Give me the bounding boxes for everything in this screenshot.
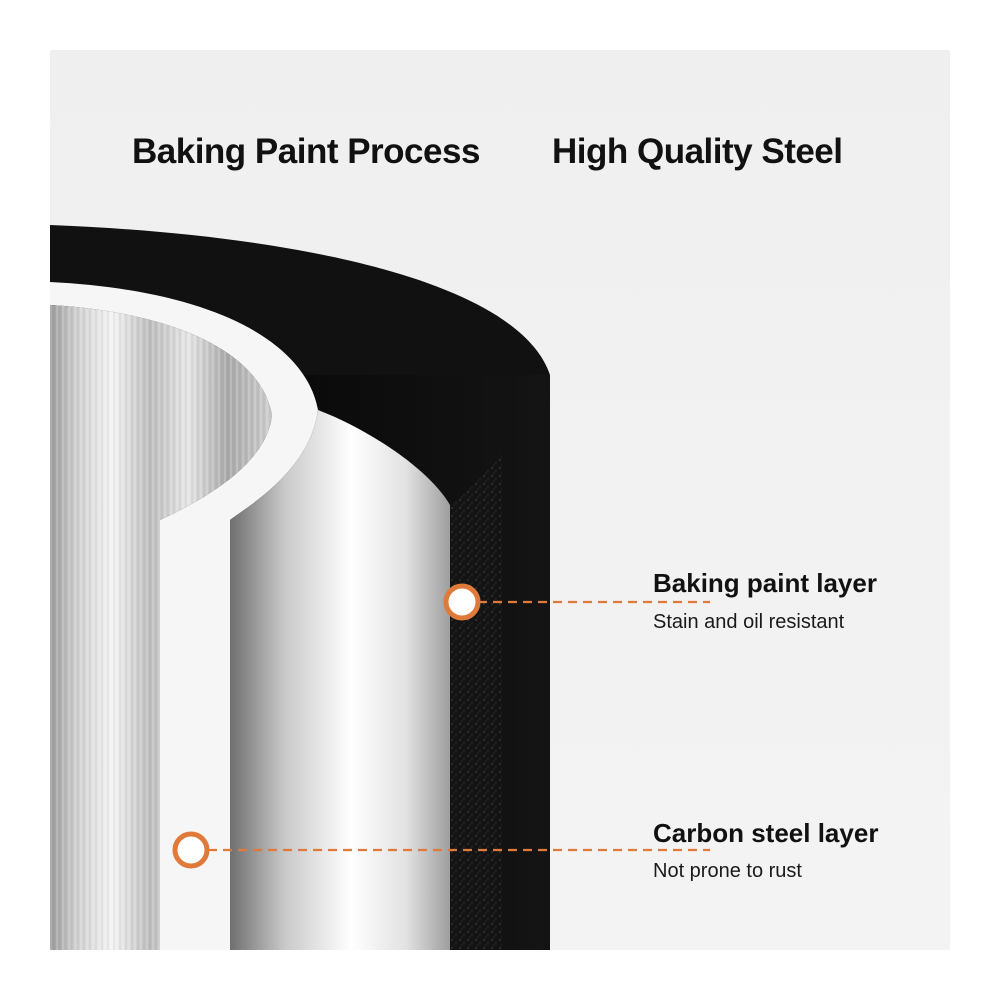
callout-title-paint-layer: Baking paint layer	[653, 568, 877, 598]
callout-title-steel-layer: Carbon steel layer	[653, 818, 879, 848]
steel-rim-shape	[50, 282, 318, 950]
paint-cut-edge	[450, 450, 502, 950]
cup-cross-section-illustration	[50, 225, 710, 950]
heading-high-quality-steel: High Quality Steel	[552, 132, 843, 171]
callout-subtitle-paint-layer: Stain and oil resistant	[653, 611, 845, 633]
callout-marker-icon	[443, 583, 481, 621]
callout-marker-icon	[172, 831, 210, 869]
steel-layer-shape	[230, 410, 450, 950]
heading-baking-paint-process: Baking Paint Process	[132, 132, 480, 171]
callout-subtitle-steel-layer: Not prone to rust	[653, 860, 802, 882]
product-image: Baking Paint Process High Quality Steel …	[50, 50, 950, 950]
